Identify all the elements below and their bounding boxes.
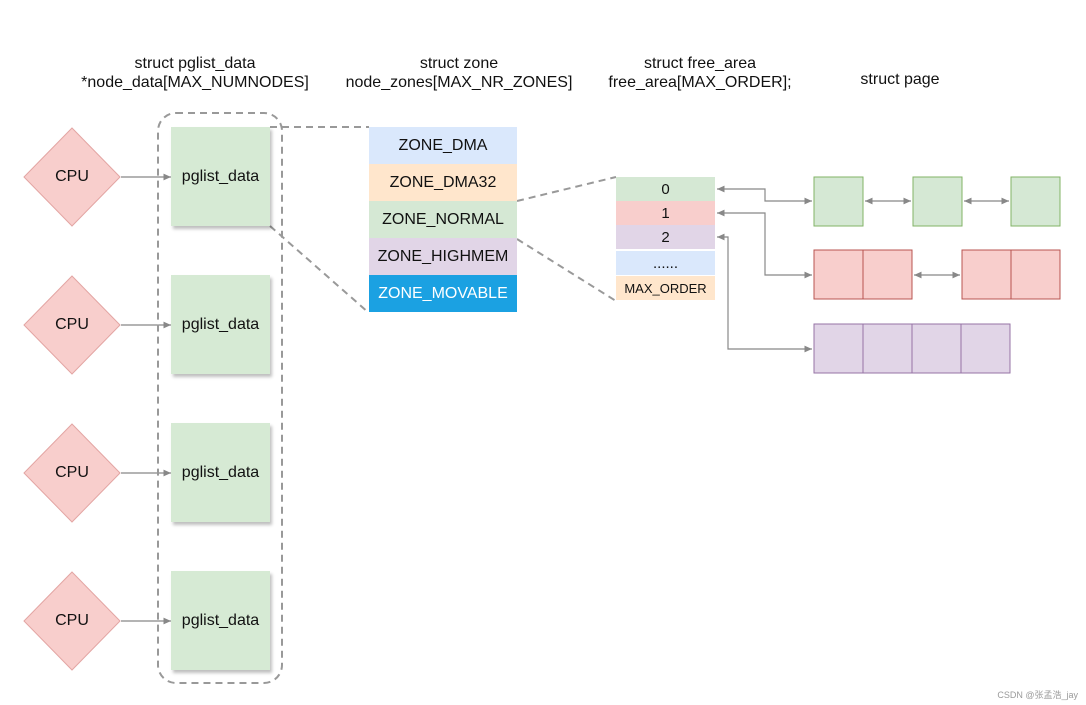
free-area-order-2: 2 xyxy=(616,225,715,249)
page-block-red xyxy=(813,249,864,300)
page-block-green xyxy=(1010,176,1061,227)
free-area-order-0: 0 xyxy=(616,177,715,201)
page-block-red xyxy=(1010,249,1061,300)
header-page-line1: struct page xyxy=(860,71,940,88)
node-data-array-container xyxy=(157,112,283,684)
zone-dma: ZONE_DMA xyxy=(369,127,517,164)
order1-to-pages-arrow xyxy=(717,209,812,279)
page-block-purple xyxy=(911,323,962,374)
pglist-data-node: pglist_data xyxy=(171,127,270,226)
header-pglist-line1: struct pglist_data xyxy=(134,55,256,72)
free-area-ellipsis: ...... xyxy=(616,251,715,275)
header-page: struct page xyxy=(840,70,960,89)
order2-to-pages-arrow xyxy=(717,233,812,353)
cpu-label: CPU xyxy=(55,316,89,333)
header-free-area: struct free_area free_area[MAX_ORDER]; xyxy=(590,54,810,92)
page-block-purple xyxy=(813,323,864,374)
zone-normal: ZONE_NORMAL xyxy=(369,201,517,238)
header-pglist: struct pglist_data *node_data[MAX_NUMNOD… xyxy=(60,54,330,92)
header-pglist-line2: *node_data[MAX_NUMNODES] xyxy=(81,74,309,91)
cpu-label: CPU xyxy=(55,168,89,185)
watermark: CSDN @张孟浩_jay xyxy=(997,690,1078,700)
pglist-data-node: pglist_data xyxy=(171,275,270,374)
page-block-green xyxy=(912,176,963,227)
order0-to-pages-arrow xyxy=(717,185,812,205)
zone-movable: ZONE_MOVABLE xyxy=(369,275,517,312)
header-zone-line2: node_zones[MAX_NR_ZONES] xyxy=(345,74,573,91)
header-zone: struct zone node_zones[MAX_NR_ZONES] xyxy=(330,54,588,92)
zone-highmem: ZONE_HIGHMEM xyxy=(369,238,517,275)
zoom-line xyxy=(516,238,617,302)
page-block-red xyxy=(862,249,913,300)
header-free-area-line2: free_area[MAX_ORDER]; xyxy=(608,74,792,91)
zoom-line xyxy=(516,176,617,202)
page-block-red xyxy=(961,249,1012,300)
cpu-diamond xyxy=(23,423,121,523)
cpu-diamond xyxy=(23,275,121,375)
page-block-green xyxy=(813,176,864,227)
header-zone-line1: struct zone xyxy=(419,55,499,72)
cpu-label: CPU xyxy=(55,612,89,629)
cpu-label: CPU xyxy=(55,464,89,481)
page-block-purple xyxy=(960,323,1011,374)
pglist-data-node: pglist_data xyxy=(171,423,270,522)
cpu-diamond xyxy=(23,127,121,227)
zone-dma32: ZONE_DMA32 xyxy=(369,164,517,201)
zoom-line xyxy=(269,225,370,314)
cpu-diamond xyxy=(23,571,121,671)
header-free-area-line1: struct free_area xyxy=(643,55,757,72)
free-area-max-order: MAX_ORDER xyxy=(616,276,715,300)
pglist-data-node: pglist_data xyxy=(171,571,270,670)
free-area-order-1: 1 xyxy=(616,201,715,225)
page-block-purple xyxy=(862,323,913,374)
